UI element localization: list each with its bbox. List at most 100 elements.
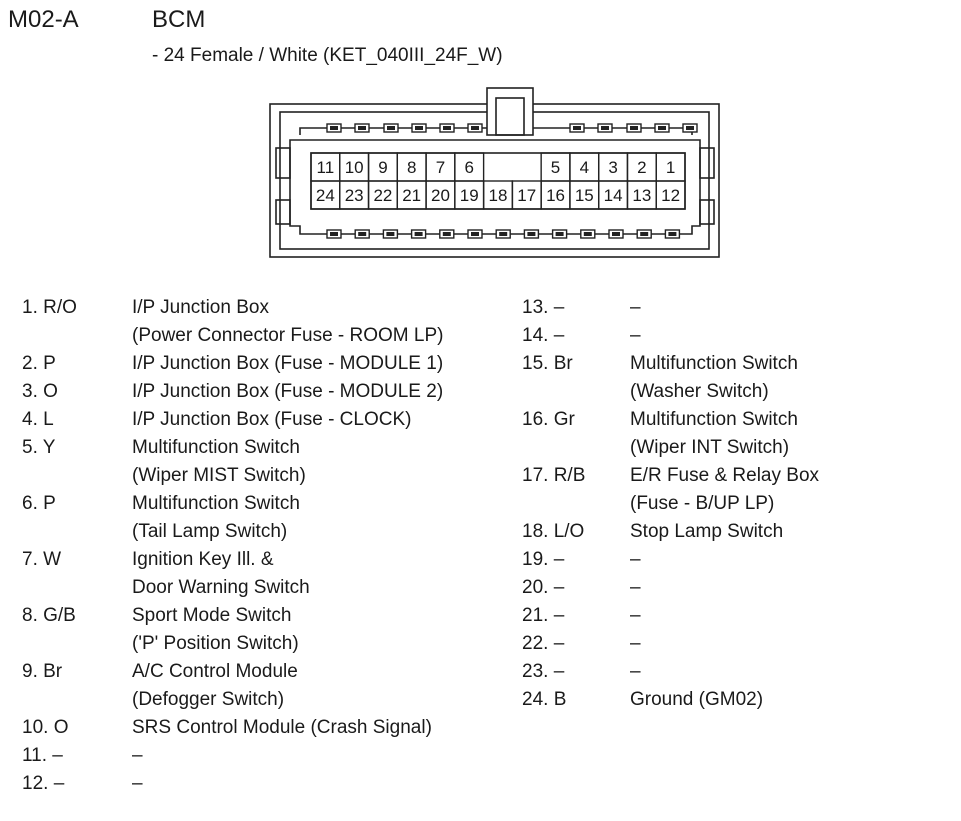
pin-cell-label: 18 (489, 186, 508, 205)
pin-cell-label: 10 (345, 158, 364, 177)
pin-cell-label: 8 (407, 158, 416, 177)
pin-function: Multifunction Switch (630, 409, 798, 430)
pin-cell-label: 11 (317, 158, 335, 177)
pin-number: 2. P (22, 353, 56, 374)
pin-function: (Washer Switch) (630, 381, 769, 402)
pin-function: I/P Junction Box (Fuse - MODULE 1) (132, 353, 444, 374)
pin-function: – (630, 297, 641, 318)
pin-function: (Tail Lamp Switch) (132, 521, 288, 542)
pin-number: 9. Br (22, 661, 63, 682)
pin-cell-label: 13 (632, 186, 651, 205)
pin-number: 13. – (522, 297, 565, 318)
pin-cell-label: 21 (402, 186, 421, 205)
top-contact-core-10 (658, 126, 666, 130)
pin-function: I/P Junction Box (Fuse - CLOCK) (132, 409, 412, 430)
pin-function: ('P' Position Switch) (132, 633, 299, 654)
left-side-key-upper (275, 147, 291, 179)
top-contact-core-7 (573, 126, 581, 130)
pin-function: E/R Fuse & Relay Box (630, 465, 820, 486)
pin-number: 14. – (522, 325, 565, 346)
pin-number: 24. B (522, 689, 567, 710)
bottom-contact-core-3 (386, 232, 395, 236)
top-contact-core-9 (630, 126, 638, 130)
top-contact-row (326, 123, 698, 133)
pin-cell-label: 19 (460, 186, 479, 205)
pin-function: – (630, 549, 641, 570)
pin-number: 6. P (22, 493, 56, 514)
pin-function: I/P Junction Box (132, 297, 269, 318)
pin-number: 18. L/O (522, 521, 585, 542)
pin-number: 5. Y (22, 437, 56, 458)
pin-cell-12 (655, 180, 686, 210)
pin-cell-label: 20 (431, 186, 450, 205)
pin-function: (Wiper MIST Switch) (132, 465, 306, 486)
pin-function: A/C Control Module (132, 661, 298, 682)
pin-function: – (630, 605, 641, 626)
pin-function: Stop Lamp Switch (630, 521, 784, 542)
pin-number: 1. R/O (22, 297, 77, 318)
pin-cell-label: 23 (345, 186, 364, 205)
pin-cell-label: 2 (637, 158, 646, 177)
pin-function: (Power Connector Fuse - ROOM LP) (132, 325, 444, 346)
top-contact-core-2 (358, 126, 366, 130)
pin-cell-label: 9 (378, 158, 387, 177)
pin-number: 7. W (22, 549, 62, 570)
pin-cell-label: 6 (464, 158, 473, 177)
bottom-contact-core-13 (668, 232, 677, 236)
pin-number: 10. O (22, 717, 69, 738)
bottom-contact-core-4 (414, 232, 423, 236)
connector-id: M02-A (8, 6, 79, 33)
pin-number: 3. O (22, 381, 58, 402)
bottom-contact-core-9 (555, 232, 564, 236)
pin-function: (Fuse - B/UP LP) (630, 493, 775, 514)
bottom-contact-core-10 (583, 232, 592, 236)
pin-number: 12. – (22, 773, 65, 794)
pin-number: 19. – (522, 549, 565, 570)
top-contact-core-8 (601, 126, 609, 130)
top-contact-core-1 (330, 126, 338, 130)
pin-cell-label: 24 (316, 186, 335, 205)
bottom-contact-core-5 (442, 232, 451, 236)
pin-cell-label: 17 (517, 186, 536, 205)
pin-function: (Wiper INT Switch) (630, 437, 790, 458)
pin-function: SRS Control Module (Crash Signal) (132, 717, 432, 738)
pin-function: Door Warning Switch (132, 577, 310, 598)
pin-number: 20. – (522, 577, 565, 598)
pin-function: Multifunction Switch (132, 493, 300, 514)
pin-cell-label: 16 (546, 186, 565, 205)
bottom-contact-core-1 (330, 232, 338, 236)
pin-cell-label: 1 (666, 158, 675, 177)
top-contact-core-11 (686, 126, 694, 130)
pin-function: – (630, 325, 641, 346)
top-contact-core-4 (415, 126, 423, 130)
pin-function: – (630, 577, 641, 598)
pin-number: 8. G/B (22, 605, 76, 626)
pin-cell-label: 22 (373, 186, 392, 205)
pin-function: Ground (GM02) (630, 689, 764, 710)
pin-function: – (630, 633, 641, 654)
connector-latch-inner (495, 97, 525, 136)
pin-number: 22. – (522, 633, 565, 654)
pin-cell-label: 3 (608, 158, 617, 177)
pin-function: Multifunction Switch (630, 353, 798, 374)
bottom-contact-core-12 (640, 232, 649, 236)
bottom-contact-core-7 (499, 232, 508, 236)
pin-function: I/P Junction Box (Fuse - MODULE 2) (132, 381, 444, 402)
pin-cell-label: 12 (661, 186, 680, 205)
pin-function: Sport Mode Switch (132, 605, 292, 626)
pin-function: – (132, 773, 143, 794)
bottom-contact-core-11 (612, 232, 620, 236)
pin-cell-label: 4 (580, 158, 589, 177)
pin-number: 16. Gr (522, 409, 575, 430)
pin-number: 23. – (522, 661, 565, 682)
pin-number: 17. R/B (522, 465, 586, 486)
bottom-contact-core-8 (527, 232, 536, 236)
pin-cell-label: 15 (575, 186, 594, 205)
pin-function: – (132, 745, 143, 766)
top-contact-core-6 (471, 126, 479, 130)
pin-number: 4. L (22, 409, 54, 430)
left-side-key-lower (275, 199, 291, 225)
pin-cell-label: 14 (604, 186, 623, 205)
